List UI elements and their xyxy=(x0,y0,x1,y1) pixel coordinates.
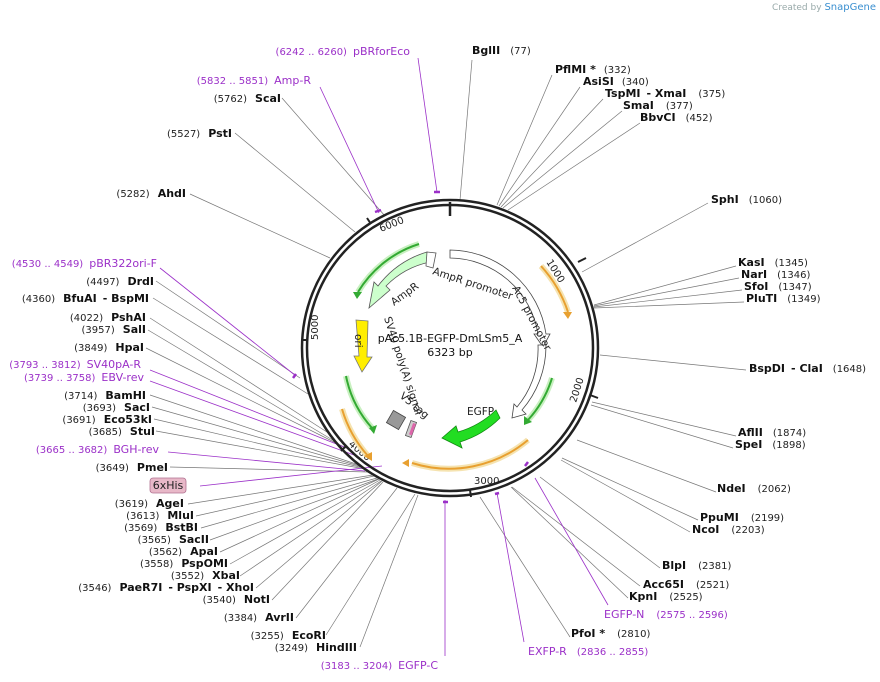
primer-label: (3183 .. 3204)EGFP-C xyxy=(321,659,439,672)
primer-label: (3739 .. 3758)EBV-rev xyxy=(24,371,144,384)
site-label: PluTI(1349) xyxy=(746,292,821,305)
site-label: BglII(77) xyxy=(472,44,531,57)
primer-label: (6242 .. 6260)pBRforEco xyxy=(276,45,411,58)
site-label: KasI(1345) xyxy=(738,256,808,269)
feature-label: AmpR xyxy=(389,280,421,308)
tick-label: 5000 xyxy=(310,315,321,340)
site-label: BspDI- ClaI(1648) xyxy=(749,362,866,375)
egfp-feature xyxy=(441,409,501,449)
site-label: (3569)BstBI xyxy=(124,521,198,534)
his-tag-badge xyxy=(149,477,187,494)
site-label: NcoI(2203) xyxy=(692,523,765,536)
sv40-polya-feature xyxy=(385,409,407,431)
site-label: SpeI(1898) xyxy=(735,438,806,451)
plasmid-name: pAc5.1B-EGFP-DmLSm5_A xyxy=(378,332,523,345)
site-label: (5527)PstI xyxy=(167,127,232,140)
plasmid-size: 6323 bp xyxy=(427,346,472,359)
site-label: NarI(1346) xyxy=(741,268,811,281)
site-label: AsiSI(340) xyxy=(583,75,649,88)
primer-label: EXFP-R(2836 .. 2855) xyxy=(528,645,648,658)
site-label: (3552)XbaI xyxy=(171,569,240,582)
site-label: AflII(1874) xyxy=(738,426,806,439)
primer-label: EGFP-N(2575 .. 2596) xyxy=(604,608,728,621)
ac5-promoter-feature xyxy=(511,344,547,419)
snapgene-logo: SnapGene xyxy=(824,2,876,13)
site-label: BlpI(2381) xyxy=(662,559,731,572)
site-label: (3562)ApaI xyxy=(149,545,218,558)
site-label: (3540)NotI xyxy=(203,593,270,606)
site-label: (3685)StuI xyxy=(89,425,155,438)
site-label: Acc65I(2521) xyxy=(643,578,729,591)
site-label: (4497)DrdI xyxy=(86,275,154,288)
site-label: (3957)SalI xyxy=(82,323,146,336)
feature-label: ori xyxy=(352,334,364,348)
feature-label: EGFP xyxy=(467,406,494,418)
site-label: (3693)SacI xyxy=(83,401,150,414)
site-label: BbvCI(452) xyxy=(640,111,713,124)
site-label: (4360)BfuAI- BspMI xyxy=(22,292,149,305)
site-label: (4022)PshAI xyxy=(70,311,146,324)
site-label: (3613)MluI xyxy=(126,509,194,522)
site-label: (5762)ScaI xyxy=(214,92,281,105)
site-label: (3565)SacII xyxy=(138,533,209,546)
site-label: KpnI(2525) xyxy=(629,590,703,603)
site-label: (3714)BamHI xyxy=(64,389,146,402)
primer-label: (3793 .. 3812)SV40pA-R xyxy=(9,358,141,371)
site-label: (3546)PaeR7I- PspXI- XhoI xyxy=(78,581,254,594)
site-label: (3691)Eco53kI xyxy=(62,413,152,426)
site-label: SphI(1060) xyxy=(711,193,782,206)
site-label: (3619)AgeI xyxy=(115,497,184,510)
site-label: (3558)PspOMI xyxy=(140,557,228,570)
site-label: SfoI(1347) xyxy=(744,280,812,293)
tick-label: 3000 xyxy=(474,476,499,487)
tick-label: 6000 xyxy=(378,215,406,235)
primer-label: (5832 .. 5851)Amp-R xyxy=(197,74,312,87)
primer-label: (3665 .. 3682)BGH-rev xyxy=(36,443,160,456)
site-label: PflMI *(332) xyxy=(555,63,631,76)
site-label: (3255)EcoRI xyxy=(251,629,326,642)
site-label: (3384)AvrII xyxy=(224,611,294,624)
primer-label: (4530 .. 4549)pBR322ori-F xyxy=(12,257,157,270)
site-label: PfoI *(2810) xyxy=(571,627,650,640)
site-label: (5282)AhdI xyxy=(116,187,186,200)
site-label: NdeI(2062) xyxy=(717,482,791,495)
site-label: PpuMI(2199) xyxy=(700,511,784,524)
snapgene-credit: Created by SnapGene xyxy=(772,2,876,13)
site-label: TspMI- XmaI(375) xyxy=(605,87,725,100)
site-label: (3649)PmeI xyxy=(96,461,168,474)
site-label: (3849)HpaI xyxy=(74,341,144,354)
his-tag-label: 6xHis xyxy=(153,479,184,492)
ori-feature xyxy=(353,319,373,373)
site-label: (3249)HindIII xyxy=(275,641,357,654)
ampr-feature xyxy=(368,251,431,310)
site-label: SmaI(377) xyxy=(623,99,693,112)
